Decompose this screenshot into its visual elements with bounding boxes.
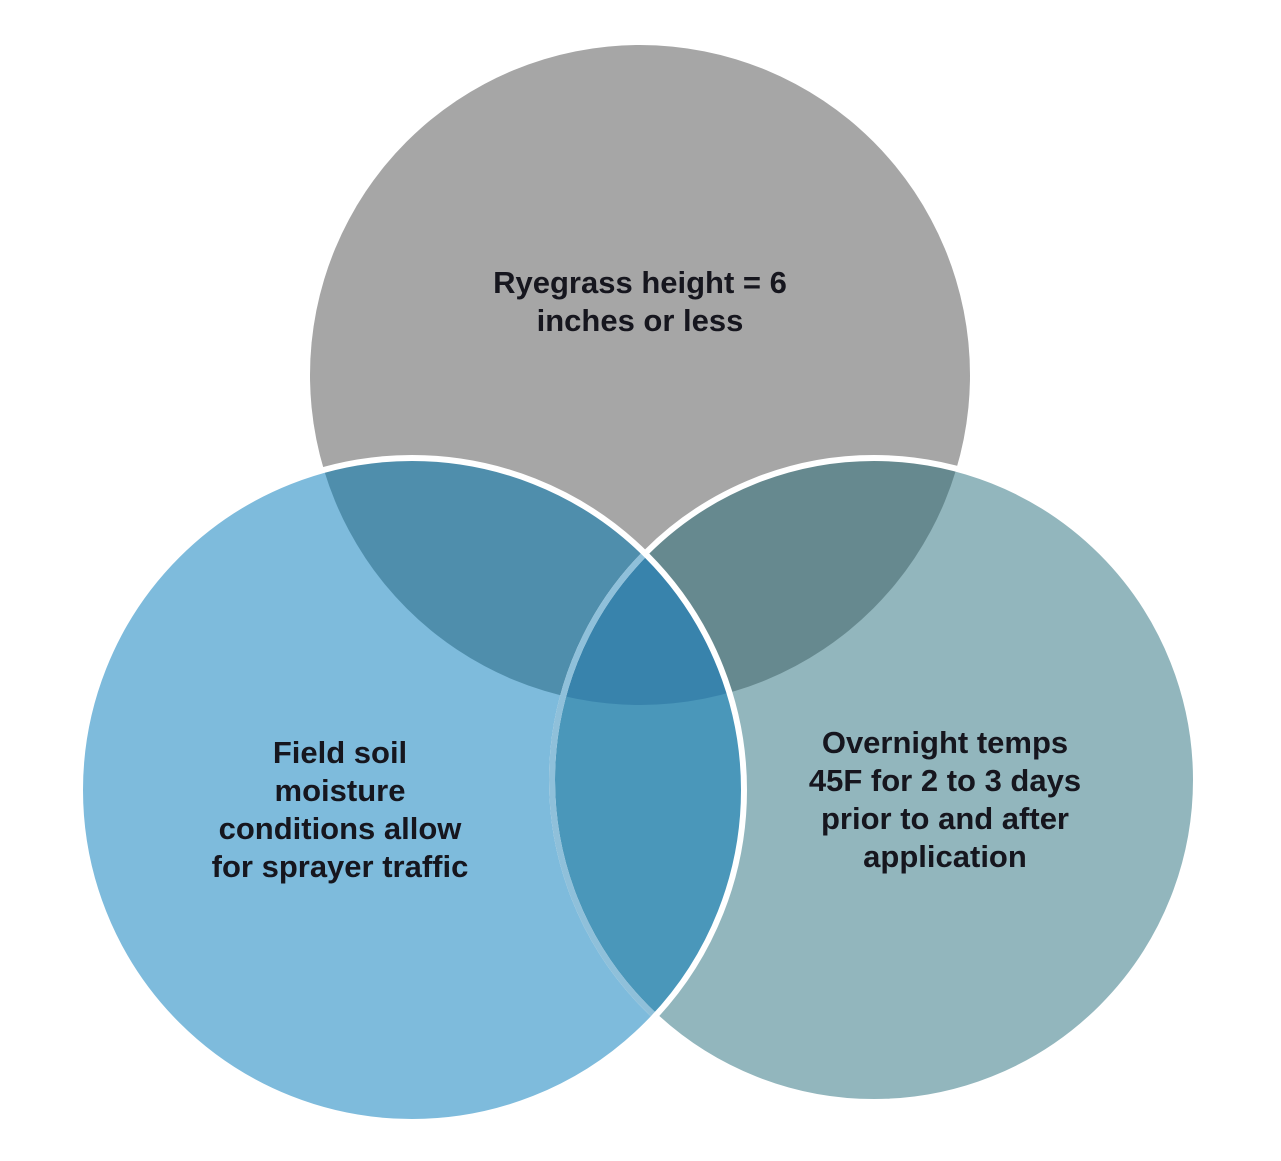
label-overnight-temps: Overnight temps 45F for 2 to 3 days prio… (715, 724, 1175, 876)
label-line: 45F for 2 to 3 days (808, 763, 1082, 798)
label-ryegrass-height: Ryegrass height = 6 inches or less (380, 264, 900, 340)
label-line: inches or less (536, 303, 744, 338)
label-line: Field soil (272, 735, 408, 770)
label-line: conditions allow (218, 811, 462, 846)
label-line: moisture (274, 773, 406, 808)
label-soil-moisture: Field soil moisture conditions allow for… (130, 734, 550, 886)
label-line: application (863, 839, 1027, 874)
label-line: Ryegrass height = 6 (493, 265, 787, 300)
circle-overnight-temps-outline-occluded (549, 458, 744, 1105)
label-line: Overnight temps (821, 725, 1069, 760)
overlap-ryegrass-temps (552, 458, 970, 705)
circle-soil-moisture-outline (77, 455, 747, 1125)
label-line: for sprayer traffic (211, 849, 469, 884)
overlap-ryegrass-soil (310, 458, 744, 705)
label-line: prior to and after (820, 801, 1069, 836)
